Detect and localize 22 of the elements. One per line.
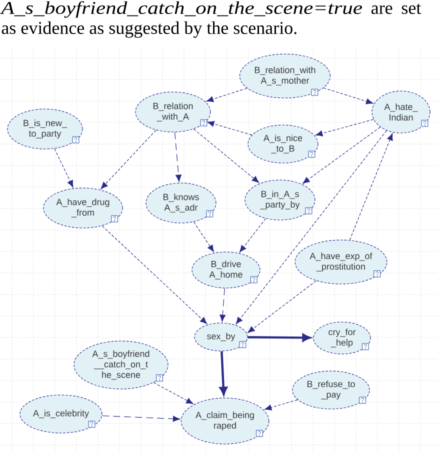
arrow: [174, 132, 182, 182]
arrow: [102, 226, 208, 324]
arrow: [100, 130, 156, 190]
arrow: [315, 119, 374, 136]
arrow: [193, 222, 214, 252]
arrow: [54, 148, 74, 188]
arrow: [236, 130, 387, 324]
arrow: [239, 218, 266, 252]
arrow: [153, 382, 194, 404]
arrow: [193, 128, 260, 183]
arrow: [302, 126, 381, 184]
arrow: [248, 334, 310, 342]
arrow: [219, 351, 228, 396]
arrow: [206, 88, 248, 102]
arrow: [349, 133, 393, 240]
arrow: [207, 120, 252, 136]
paragraph-text: A_s_boyfriend_catch_on_the_scene=true are set as evidence as suggested by the scenario.: [0, 1, 422, 38]
arrow: [264, 399, 298, 410]
arrow: [323, 88, 374, 104]
arrow: [248, 280, 316, 333]
arrow: [102, 415, 180, 422]
arrow: [220, 288, 226, 322]
